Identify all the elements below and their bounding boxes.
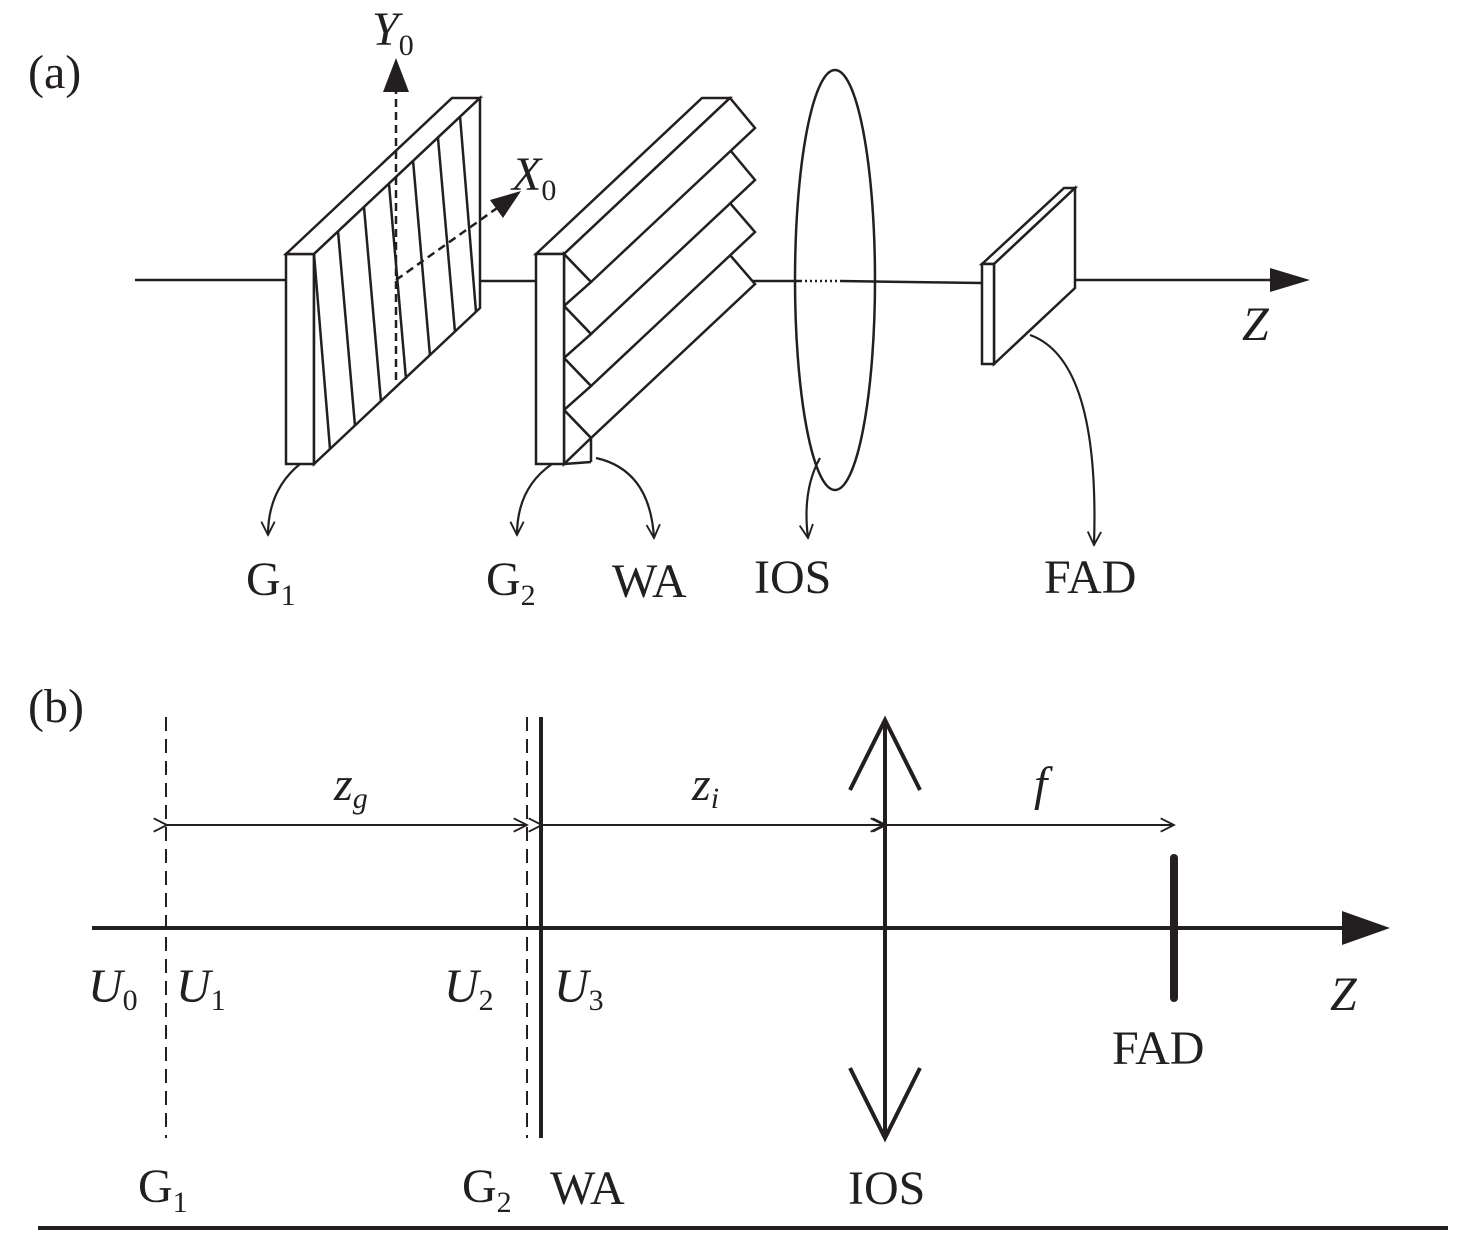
panel-a-tag: (a) [28, 46, 81, 99]
ios-label-b: IOS [848, 1162, 925, 1215]
u0-label: U0 [88, 960, 138, 1017]
fad-label-a: FAD [1044, 551, 1136, 604]
grating-g2-wedge-array [532, 96, 757, 467]
x0-arrowhead [490, 191, 521, 218]
x0-axis [395, 204, 501, 282]
g1-label-a: G1 [246, 553, 296, 612]
panel-a-labels: Y0 X0 Z G1 G2 WA IOS FAD [246, 3, 1270, 612]
g1-ruling [436, 137, 457, 333]
g1-ruling [411, 159, 432, 357]
z-axis-a-arrowhead [1270, 268, 1310, 292]
z-axis-b-arrowhead [1342, 911, 1390, 945]
g1-front-face [284, 252, 316, 466]
zg-label: zg [333, 758, 368, 815]
ios-lens-a [793, 68, 877, 492]
panel-b: (b) [28, 680, 1448, 1230]
y0-arrowhead [383, 58, 409, 92]
f-label: f [1034, 758, 1053, 811]
ios-lens-b-bottom-head [848, 1067, 922, 1143]
u1-label: U1 [176, 960, 226, 1017]
panel-b-tag: (b) [28, 680, 84, 733]
panel-a: (a) [28, 46, 1310, 545]
z-label-b: Z [1330, 968, 1358, 1021]
fad-leader [1029, 333, 1094, 545]
z-axis-a-lens-to-fad [839, 279, 983, 285]
u3-label: U3 [554, 960, 604, 1017]
ios-label-a: IOS [754, 551, 831, 604]
wa-label-b: WA [550, 1162, 625, 1215]
wa-label-a: WA [612, 555, 687, 608]
wa-bottom-line [563, 460, 592, 466]
fad-label-b: FAD [1112, 1022, 1204, 1075]
z-label-a: Z [1242, 298, 1270, 351]
fad-detector-a [978, 185, 1079, 367]
g1-ruling [312, 253, 332, 450]
grating-g1 [282, 58, 521, 467]
wa-leader [595, 456, 654, 538]
g2-label-a: G2 [486, 553, 536, 612]
g1-leader [268, 463, 301, 535]
zi-label: zi [691, 758, 719, 815]
g2-label-b: G2 [462, 1160, 512, 1219]
x0-label: X0 [510, 148, 556, 207]
g2-leader [517, 463, 553, 535]
u2-label: U2 [444, 960, 494, 1017]
panel-b-labels: zg zi f U0 U1 U2 U3 Z FAD G1 G2 WA IOS [88, 758, 1358, 1219]
ios-leader [807, 457, 821, 538]
g2-front-face [534, 252, 566, 466]
g1-ruling [362, 206, 383, 403]
y0-label: Y0 [372, 3, 414, 62]
g1-label-b: G1 [138, 1160, 188, 1219]
fad-front-face [980, 262, 996, 366]
g1-ruling [458, 115, 478, 313]
wa-front-profile [562, 250, 593, 467]
g1-ruling [387, 183, 408, 380]
g1-ruling [336, 230, 357, 427]
ios-lens-b-top-head [848, 715, 922, 791]
